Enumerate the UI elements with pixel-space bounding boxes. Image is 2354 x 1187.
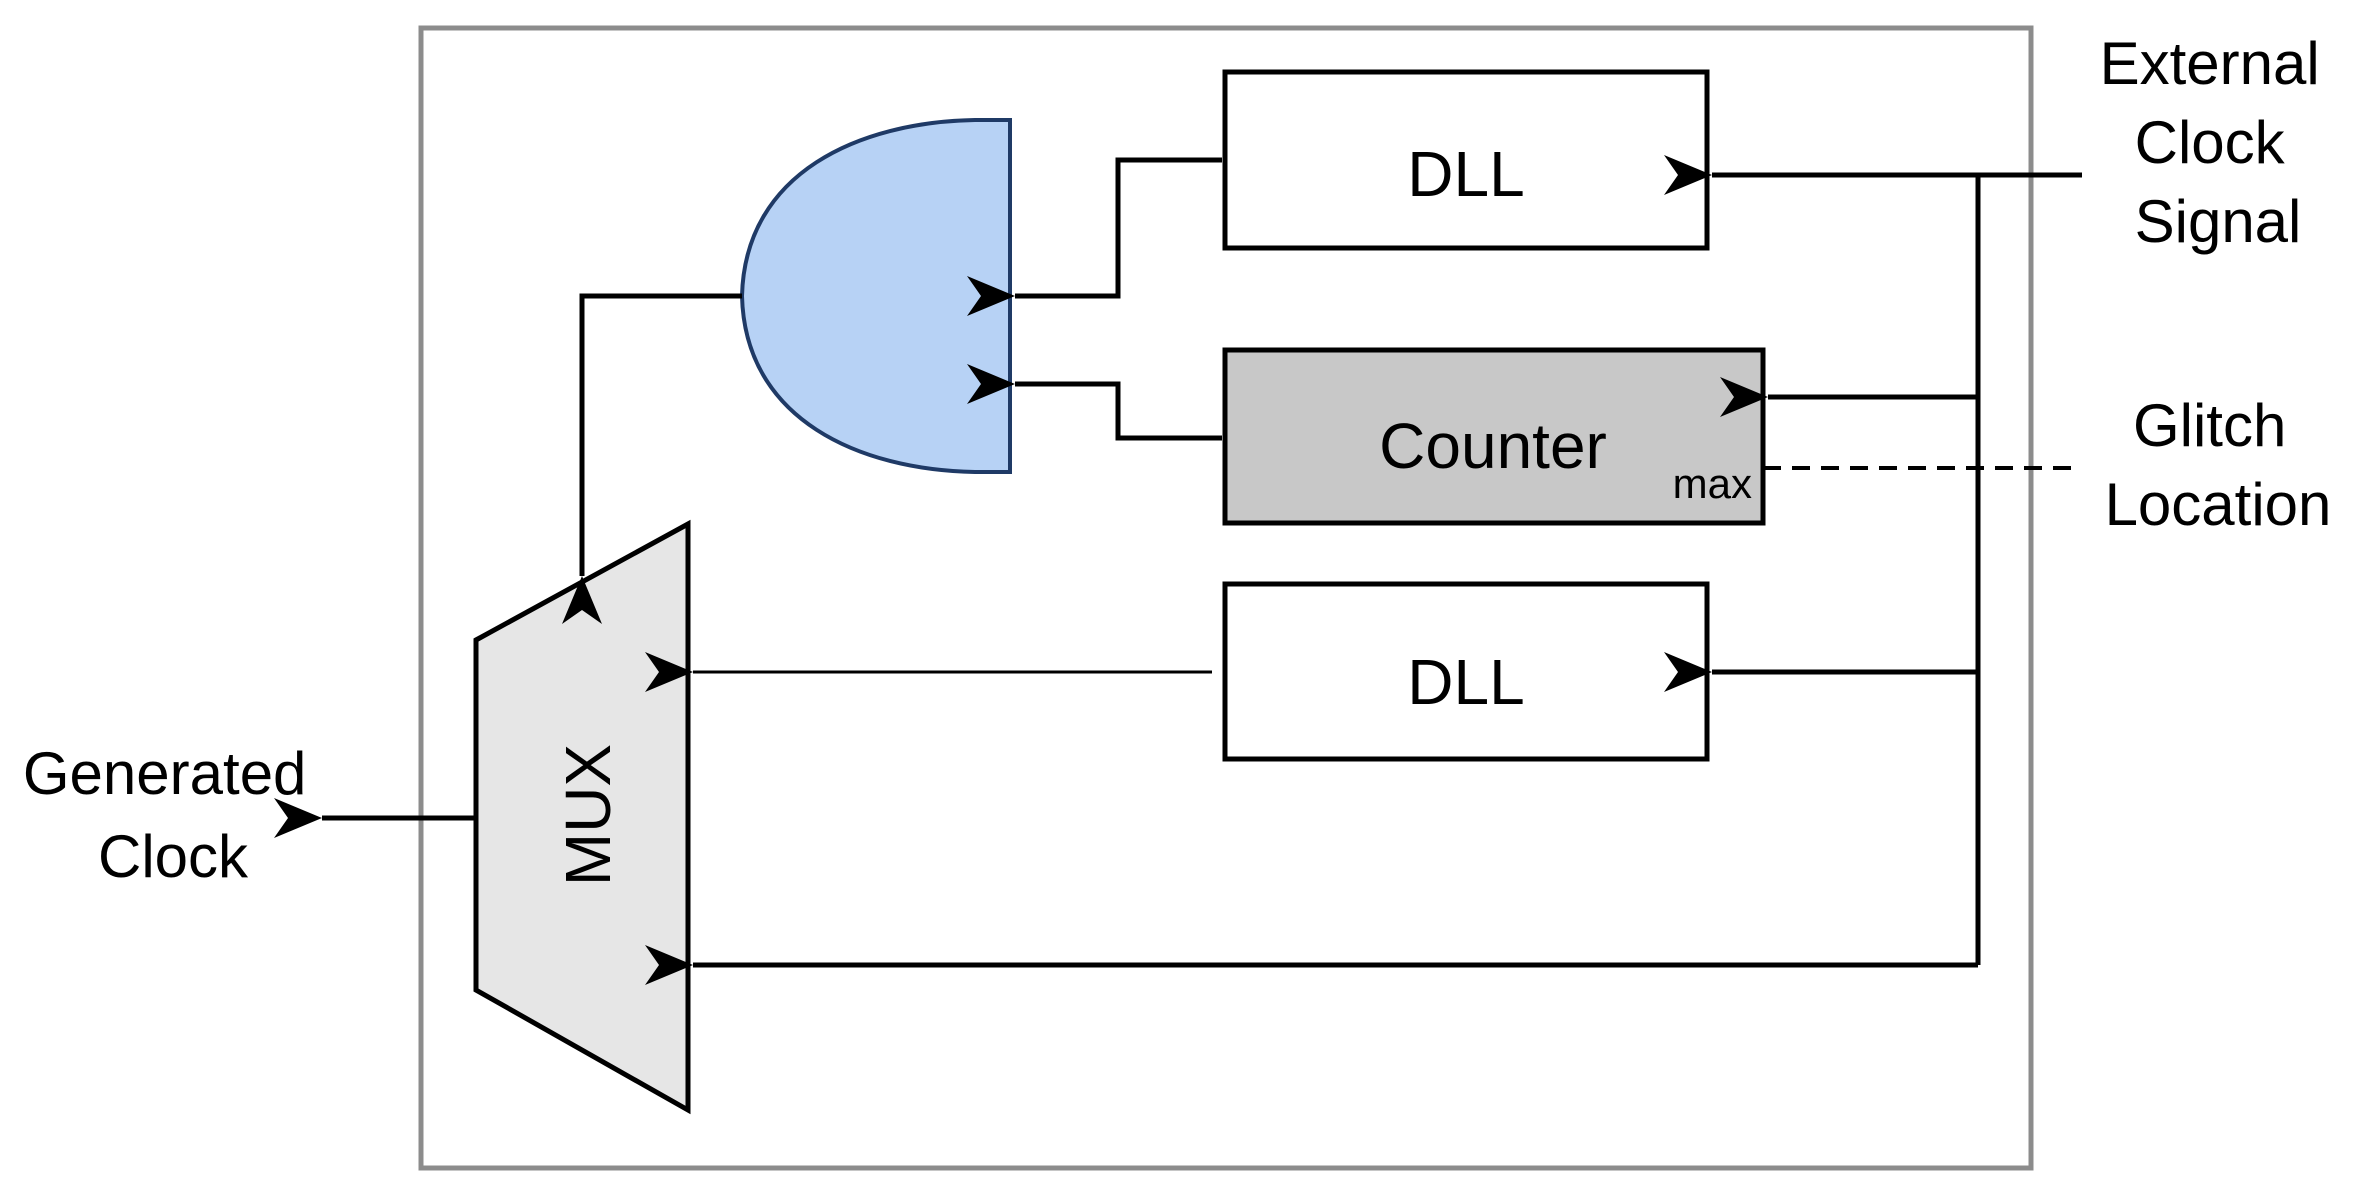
mux-label: MUX <box>552 744 624 886</box>
glitch-location-label-line-1: Glitch <box>2133 392 2286 459</box>
wire-and-to-mux <box>562 293 742 624</box>
mux-block: MUX <box>473 519 691 1115</box>
counter-block: Counter max <box>1222 347 1766 526</box>
wires <box>274 155 2082 985</box>
counter-label: Counter <box>1379 410 1607 482</box>
mux-shape <box>473 519 691 1115</box>
wire-dll-top-to-and <box>967 157 1222 316</box>
counter-max-port-label: max <box>1673 460 1752 507</box>
wire-counter-to-and <box>967 364 1222 441</box>
dll-top-box <box>1222 69 1710 251</box>
dll-bottom-block: DLL <box>1222 581 1710 762</box>
generated-clock-label: Generated Clock <box>23 740 323 890</box>
dll-top-block: DLL <box>1222 69 1710 251</box>
counter-box <box>1222 347 1766 526</box>
generated-clock-label-line-2: Clock <box>98 823 249 890</box>
and-gate <box>739 118 1012 474</box>
glitch-location-label-line-2: Location <box>2105 471 2332 538</box>
external-clock-label-line-1: External <box>2100 30 2320 97</box>
dll-top-label: DLL <box>1407 138 1524 210</box>
external-clock-label: External Clock Signal <box>2100 30 2337 255</box>
outer-frame <box>418 25 2034 1171</box>
glitch-location-label: Glitch Location <box>2105 392 2332 538</box>
external-clock-label-line-3: Signal <box>2135 188 2302 255</box>
dll-bottom-label: DLL <box>1407 646 1524 718</box>
external-clock-label-line-2: Clock <box>2135 109 2286 176</box>
generated-clock-label-line-1: Generated <box>23 740 307 807</box>
